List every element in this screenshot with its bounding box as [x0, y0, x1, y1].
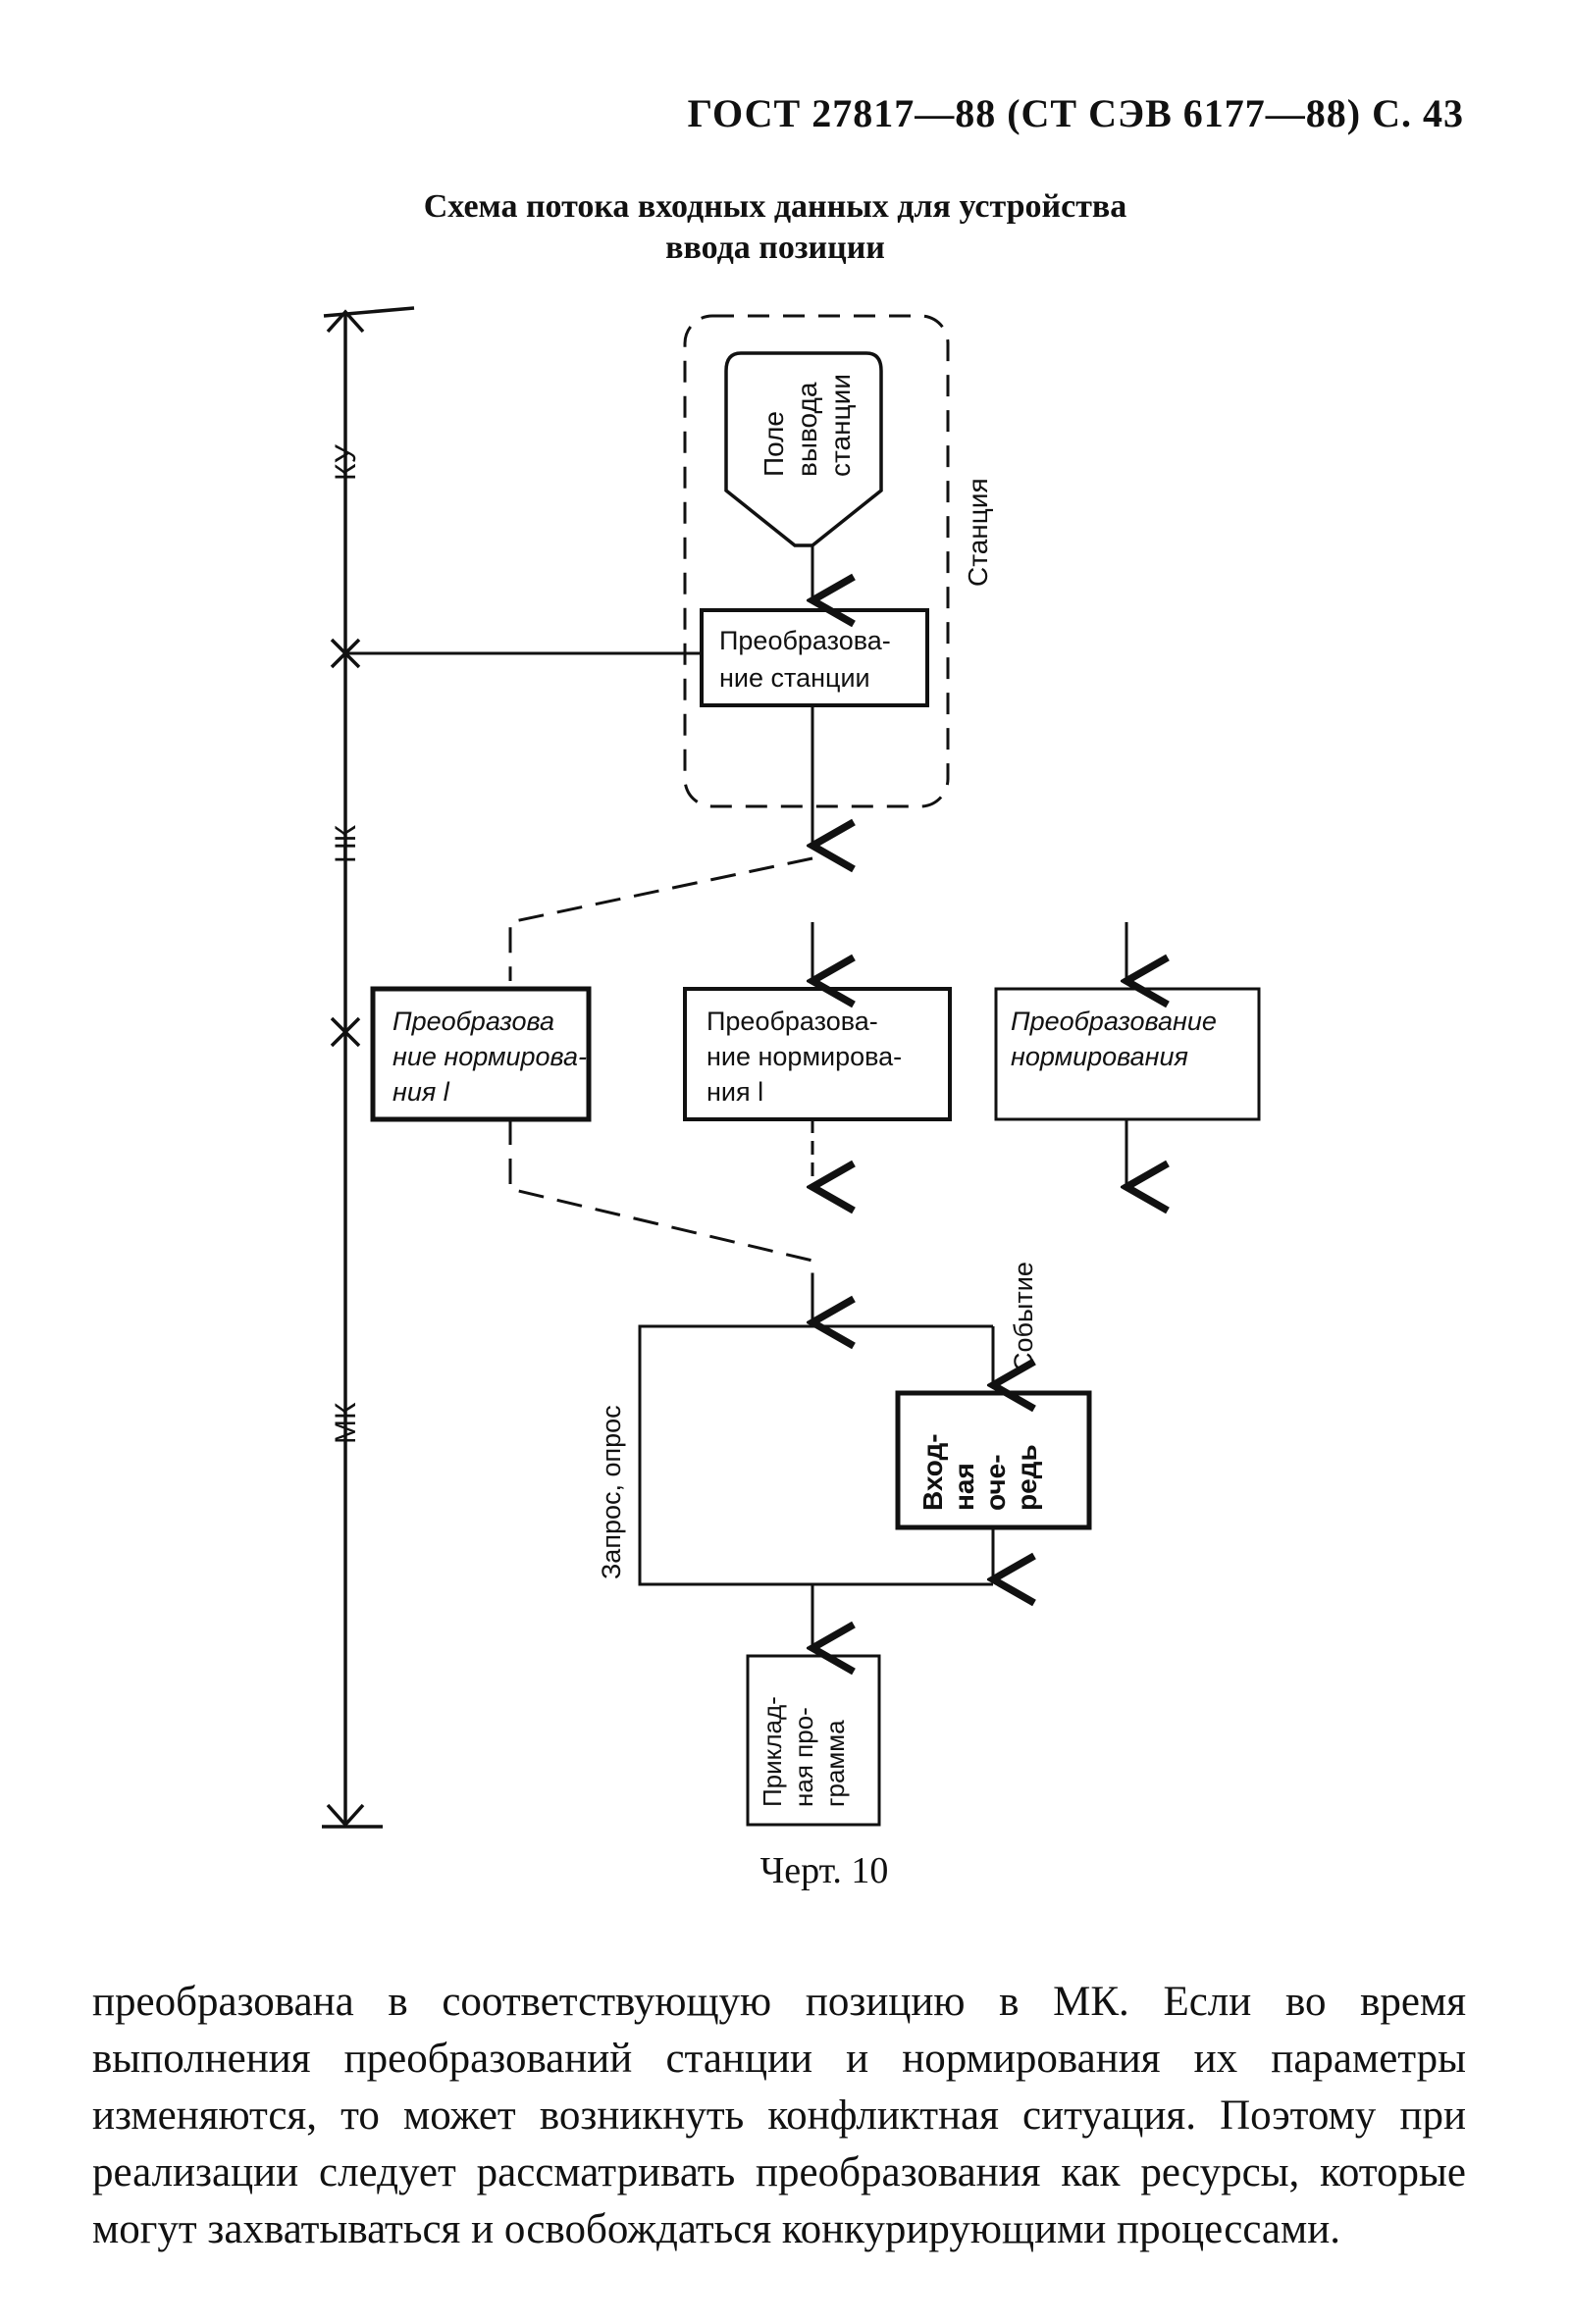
input-queue-line4: редь: [1012, 1444, 1042, 1511]
station-transform-box: [700, 608, 929, 707]
figure-title-line1: Схема потока входных данных для устройст…: [423, 188, 1127, 225]
norm-transform-1-line3: ния l: [392, 1077, 450, 1107]
axis-label-mk: МК: [330, 1402, 362, 1444]
norm-transform-2-label: Преобразова- ние нормирова- ния l: [706, 1007, 910, 1107]
axis-cross-2: [330, 1016, 361, 1048]
figure-title: Схема потока входных данных для устройст…: [0, 186, 1570, 269]
figure-caption: Черт. 10: [759, 1850, 889, 1891]
event-label: Событие: [1009, 1262, 1038, 1371]
body-paragraph: преобразована в соответствующую позицию …: [92, 1979, 1466, 2252]
norm-transform-3-line1: Преобразование: [1011, 1007, 1217, 1036]
input-queue-line1: Вход-: [917, 1433, 948, 1511]
axis-top-tick: [323, 306, 415, 318]
norm-transform-2-line2: ние нормирова-: [706, 1042, 902, 1071]
application-line3: грамма: [820, 1720, 850, 1807]
application-line1: Приклад-: [758, 1696, 787, 1807]
station-group: [683, 314, 950, 808]
norm-transform-1-line1: Преобразова: [392, 1007, 554, 1036]
flow-dashed-norm-1-to-merge: [508, 1119, 814, 1315]
flow-dashed-to-norm-1: [508, 856, 813, 981]
running-head: ГОСТ 27817—88 (СТ СЭВ 6177—88) С. 43: [687, 91, 1464, 135]
figure-title-line2: ввода позиции: [665, 230, 885, 266]
source-label-line3: станции: [825, 374, 856, 477]
norm-transform-2-box: [683, 987, 952, 1121]
station-transform-line2: ние станции: [719, 663, 870, 693]
axis-label-nk: НК: [330, 824, 362, 863]
station-transform-line1: Преобразова-: [719, 626, 891, 655]
request-loop-line: [638, 1324, 993, 1586]
norm-transform-1-box: [370, 986, 592, 1122]
norm-transform-2-line3: ния l: [706, 1077, 763, 1107]
axis-bottom-arrow: [326, 1803, 365, 1828]
station-output-field-label: Поле вывода станции: [759, 374, 856, 477]
application-program-box: [746, 1654, 881, 1827]
axis-label-ku: КУ: [330, 443, 362, 481]
source-label-line2: вывода: [792, 382, 822, 477]
station-group-label: Станция: [963, 478, 993, 587]
norm-transform-3-label: Преобразование нормирования: [1011, 1007, 1224, 1071]
station-transform-label: Преобразова- ние станции: [719, 626, 898, 693]
request-poll-label: Запрос, опрос: [597, 1405, 626, 1579]
norm-transform-3-line2: нормирования: [1011, 1042, 1188, 1071]
input-queue-line3: оче-: [980, 1454, 1011, 1511]
application-program-label: Приклад- ная про- грамма: [758, 1689, 850, 1807]
norm-transform-1-line2: ние нормирова-: [392, 1042, 587, 1071]
axis-top-arrow: [326, 309, 365, 334]
application-line2: ная про-: [789, 1707, 818, 1807]
data-flow-diagram: КУ НК МК Станция Поле вывода станции Пре…: [322, 306, 1261, 1829]
norm-transform-2-line1: Преобразова-: [706, 1007, 878, 1036]
source-label-line1: Поле: [759, 411, 789, 477]
input-queue-label: Вход- ная оче- редь: [917, 1426, 1042, 1511]
norm-transform-1-label: Преобразова ние нормирова- ния l: [392, 1007, 595, 1107]
input-queue-line2: ная: [949, 1463, 979, 1511]
